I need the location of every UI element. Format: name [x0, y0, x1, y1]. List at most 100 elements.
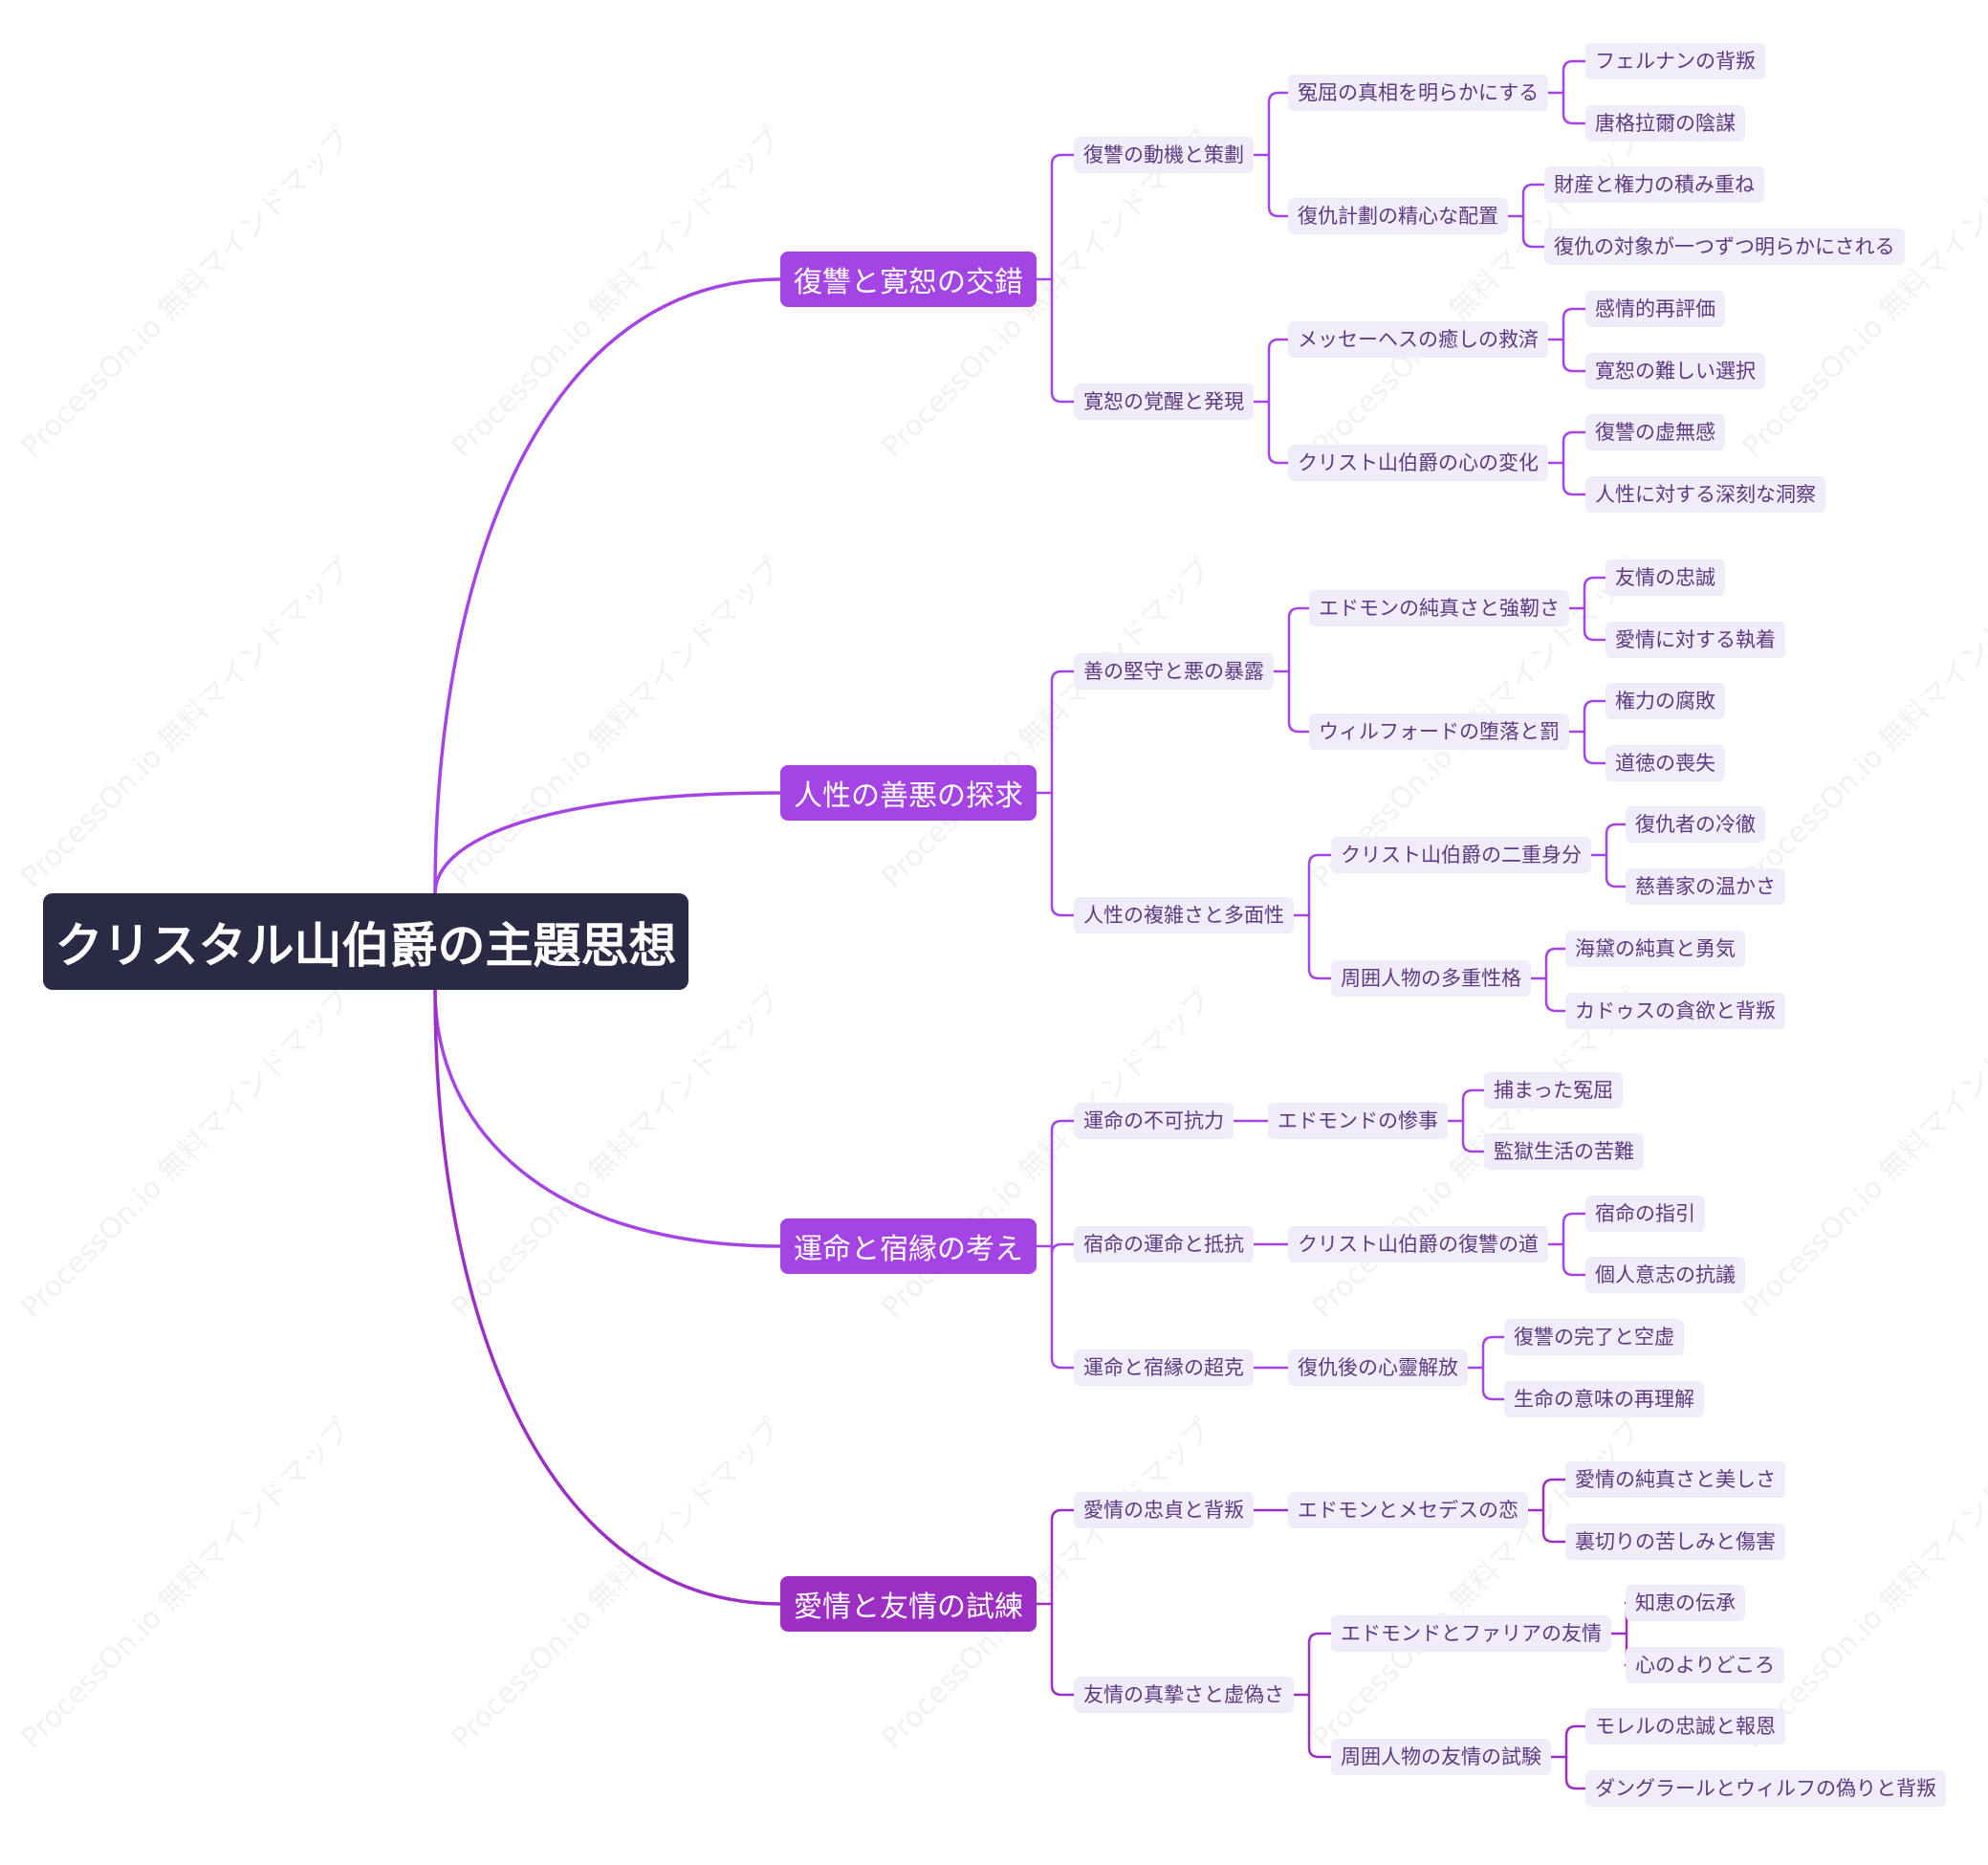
subtopic-2-2[interactable]: 運命と宿縁の超克	[1074, 1349, 1254, 1386]
subtopic-1-0-link-1	[1287, 669, 1311, 734]
detail-2-0-0-link-0	[1461, 1088, 1486, 1123]
detail-0-0-0-link-0	[1562, 59, 1587, 95]
detail-1-1-0-link-1	[1605, 853, 1628, 889]
leaf-1-1-1-1[interactable]: カドゥスの貪欲と背叛	[1565, 993, 1785, 1029]
branch-0-link-1	[1050, 277, 1076, 404]
detail-2-1-0-link-0	[1562, 1212, 1587, 1246]
root-link-2	[433, 988, 782, 1248]
subtopic-3-1-link-0	[1307, 1632, 1333, 1697]
detail-0-1-1-link-0	[1562, 430, 1587, 465]
leaf-0-1-0-1[interactable]: 寛恕の難しい選択	[1585, 353, 1765, 389]
subtopic-3-0[interactable]: 愛情の忠貞と背叛	[1074, 1492, 1254, 1528]
detail-0-1-0-link-0	[1562, 307, 1587, 341]
detail-1-1-0-link-0	[1605, 823, 1628, 857]
leaf-1-1-0-1[interactable]: 慈善家の温かさ	[1626, 868, 1785, 905]
branch-3-link-1	[1050, 1602, 1076, 1697]
leaf-2-0-0-1[interactable]: 監獄生活の苦難	[1484, 1133, 1644, 1170]
leaf-0-0-0-0[interactable]: フェルナンの背叛	[1585, 43, 1765, 79]
detail-1-0-0-link-1	[1583, 606, 1607, 642]
detail-3-0-0-link-0	[1541, 1478, 1567, 1512]
detail-0-0-0[interactable]: 冤屈の真相を明らかにする	[1288, 75, 1549, 111]
leaf-3-1-0-1[interactable]: 心のよりどころ	[1626, 1647, 1784, 1683]
leaf-0-1-1-1[interactable]: 人性に対する深刻な洞察	[1585, 476, 1825, 513]
branch-topic-2[interactable]: 運命と宿縁の考え	[780, 1218, 1037, 1274]
leaf-3-0-0-0[interactable]: 愛情の純真さと美しさ	[1565, 1461, 1785, 1498]
leaf-0-1-0-0[interactable]: 感情的再評価	[1585, 291, 1725, 327]
leaf-0-1-1-0[interactable]: 復讐の虚無感	[1585, 414, 1725, 450]
branch-3-link-0	[1050, 1508, 1076, 1606]
branch-2-link-0	[1050, 1119, 1076, 1248]
subtopic-0-1-link-1	[1267, 400, 1290, 465]
detail-3-1-0[interactable]: エドモンドとファリアの友情	[1331, 1615, 1611, 1652]
detail-2-2-0[interactable]: 復仇後の心靈解放	[1288, 1349, 1468, 1386]
subtopic-3-1[interactable]: 友情の真摯さと虚偽さ	[1074, 1677, 1294, 1713]
subtopic-1-0[interactable]: 善の堅守と悪の暴露	[1074, 653, 1274, 690]
branch-1-link-1	[1050, 791, 1076, 917]
detail-0-1-0[interactable]: メッセーヘスの癒しの救済	[1288, 321, 1548, 358]
detail-3-0-0[interactable]: エドモンとメセデスの恋	[1288, 1492, 1528, 1528]
detail-3-1-1[interactable]: 周囲人物の友情の試験	[1331, 1739, 1551, 1775]
leaf-1-1-1-0[interactable]: 海黛の純真と勇気	[1565, 931, 1745, 967]
detail-2-1-0[interactable]: クリスト山伯爵の復讐の道	[1288, 1226, 1548, 1262]
branch-topic-1[interactable]: 人性の善悪の探求	[780, 765, 1037, 821]
detail-1-0-1-link-1	[1583, 730, 1607, 765]
detail-1-1-1[interactable]: 周囲人物の多重性格	[1331, 960, 1531, 997]
subtopic-2-0[interactable]: 運命の不可抗力	[1074, 1103, 1234, 1139]
root-link-0	[433, 277, 782, 895]
detail-0-0-0-link-1	[1562, 91, 1587, 125]
detail-0-0-1[interactable]: 復仇計劃の精心な配置	[1288, 198, 1508, 234]
detail-3-1-1-link-1	[1564, 1755, 1587, 1790]
leaf-2-2-0-0[interactable]: 復讐の完了と空虚	[1504, 1319, 1684, 1355]
leaf-3-1-0-0[interactable]: 知恵の伝承	[1626, 1585, 1745, 1621]
root-link-1	[433, 791, 782, 895]
detail-0-1-0-link-1	[1562, 338, 1587, 373]
detail-2-1-0-link-1	[1562, 1242, 1587, 1277]
detail-1-1-0[interactable]: クリスト山伯爵の二重身分	[1331, 837, 1591, 873]
leaf-0-0-0-1[interactable]: 唐格拉爾の陰謀	[1585, 105, 1745, 142]
subtopic-0-0-link-1	[1267, 153, 1290, 218]
leaf-2-2-0-1[interactable]: 生命の意味の再理解	[1504, 1381, 1704, 1417]
leaf-3-0-0-1[interactable]: 裏切りの苦しみと傷害	[1565, 1524, 1785, 1560]
root-topic[interactable]: クリスタル山伯爵の主題思想	[43, 893, 688, 990]
branch-2-link-1	[1050, 1242, 1076, 1255]
detail-0-0-1-link-0	[1521, 183, 1546, 218]
branch-topic-3[interactable]: 愛情と友情の試練	[780, 1576, 1037, 1632]
detail-0-1-1[interactable]: クリスト山伯爵の心の変化	[1288, 445, 1548, 481]
branch-0-link-0	[1050, 153, 1076, 281]
subtopic-0-0[interactable]: 復讐の動機と策劃	[1074, 137, 1254, 173]
leaf-1-1-0-0[interactable]: 復仇者の冷徹	[1626, 806, 1765, 843]
detail-1-1-1-link-1	[1544, 976, 1567, 1013]
branch-2-link-2	[1050, 1244, 1076, 1370]
leaf-2-1-0-1[interactable]: 個人意志の抗議	[1585, 1257, 1745, 1293]
leaf-2-0-0-0[interactable]: 捕まった冤屈	[1484, 1072, 1624, 1108]
detail-2-2-0-link-1	[1481, 1366, 1506, 1401]
subtopic-2-1[interactable]: 宿命の運命と抵抗	[1074, 1226, 1254, 1262]
leaf-2-1-0-0[interactable]: 宿命の指引	[1585, 1196, 1705, 1232]
branch-topic-0[interactable]: 復讐と寛恕の交錯	[780, 252, 1037, 307]
subtopic-0-0-link-0	[1267, 91, 1290, 157]
detail-1-0-1-link-0	[1583, 699, 1607, 734]
leaf-3-1-1-0[interactable]: モレルの忠誠と報恩	[1585, 1708, 1785, 1744]
subtopic-0-1[interactable]: 寛恕の覚醒と発現	[1074, 384, 1254, 420]
leaf-3-1-1-1[interactable]: ダングラールとウィルフの偽りと背叛	[1585, 1770, 1946, 1807]
detail-1-0-1[interactable]: ウィルフォードの堕落と罰	[1309, 713, 1569, 750]
subtopic-1-1[interactable]: 人性の複雑さと多面性	[1074, 897, 1294, 933]
leaf-1-0-0-1[interactable]: 愛情に対する執着	[1606, 622, 1785, 658]
leaf-1-0-1-0[interactable]: 権力の腐敗	[1606, 683, 1725, 719]
leaf-1-0-1-1[interactable]: 道徳の喪失	[1606, 745, 1725, 781]
detail-1-0-0[interactable]: エドモンの純真さと強靭さ	[1309, 590, 1569, 626]
subtopic-3-1-link-1	[1307, 1693, 1333, 1759]
leaf-0-0-1-1[interactable]: 復仇の対象が一つずつ明らかにされる	[1544, 229, 1905, 265]
leaf-1-0-0-0[interactable]: 友情の忠誠	[1606, 560, 1725, 596]
leaf-0-0-1-0[interactable]: 財産と権力の積み重ね	[1544, 166, 1764, 203]
detail-2-0-0-link-1	[1461, 1119, 1486, 1153]
detail-2-0-0[interactable]: エドモンドの惨事	[1268, 1103, 1448, 1139]
detail-3-1-1-link-0	[1564, 1724, 1587, 1759]
root-link-3	[433, 988, 782, 1606]
detail-3-0-0-link-1	[1541, 1508, 1567, 1544]
detail-0-1-1-link-1	[1562, 461, 1587, 496]
subtopic-1-0-link-0	[1287, 606, 1311, 673]
subtopic-1-1-link-1	[1307, 913, 1333, 980]
detail-1-0-0-link-0	[1583, 576, 1607, 610]
